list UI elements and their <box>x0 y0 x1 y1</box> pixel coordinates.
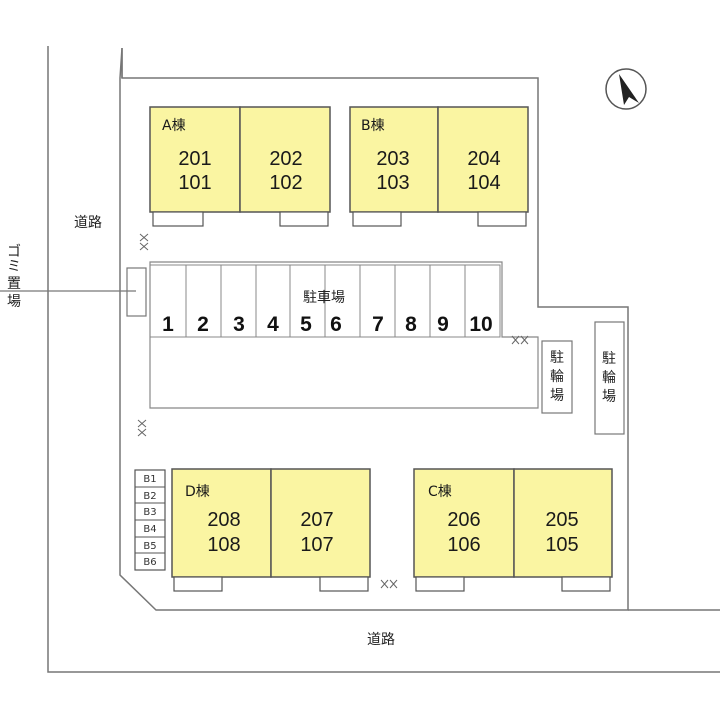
unit-107: 107 <box>300 534 333 556</box>
gate-markers <box>137 233 529 589</box>
svg-text:場: 場 <box>7 294 21 310</box>
building-a: A棟 201 101 202 102 <box>149 106 331 227</box>
unit-105: 105 <box>545 534 578 556</box>
svg-text:場: 場 <box>602 389 616 405</box>
parking-slot-3: 3 <box>233 313 245 336</box>
unit-201: 201 <box>178 148 211 170</box>
parking-area <box>149 264 501 338</box>
unit-108: 108 <box>207 534 240 556</box>
unit-202: 202 <box>269 148 302 170</box>
svg-text:置: 置 <box>7 276 21 292</box>
svg-text:駐: 駐 <box>550 350 564 366</box>
parking-slot-1: 1 <box>162 313 174 336</box>
unit-207: 207 <box>300 509 333 531</box>
svg-text:ミ: ミ <box>7 259 21 275</box>
unit-204: 204 <box>467 148 500 170</box>
unit-205: 205 <box>545 509 578 531</box>
road-label-left: 道路 <box>74 215 102 231</box>
parking-slot-10: 10 <box>469 313 492 336</box>
unit-203: 203 <box>376 148 409 170</box>
unit-101: 101 <box>178 172 211 194</box>
svg-text:場: 場 <box>550 388 564 404</box>
parking-slot-7: 7 <box>372 313 384 336</box>
bike-stall-b4: B4 <box>143 524 156 535</box>
building-b-label: B棟 <box>361 118 385 134</box>
bike-stalls: B1 B2 B3 B4 B5 B6 <box>134 469 166 571</box>
building-c-label: C棟 <box>428 484 452 500</box>
unit-102: 102 <box>269 172 302 194</box>
garbage-label: ゴ ミ 置 場 <box>7 243 21 310</box>
building-a-label: A棟 <box>162 118 186 134</box>
building-d: D棟 208 108 207 107 <box>171 468 371 592</box>
building-b: B棟 203 103 204 104 <box>349 106 529 227</box>
bicycle-parking-outer <box>594 321 625 435</box>
parking-slot-2: 2 <box>197 313 209 336</box>
road-lines <box>47 46 720 673</box>
building-c: C棟 206 106 205 105 <box>413 468 613 592</box>
bike-stall-b1: B1 <box>143 474 156 485</box>
unit-103: 103 <box>376 172 409 194</box>
north-arrow-icon <box>605 68 647 110</box>
bicycle-parking-inner <box>541 340 573 414</box>
svg-text:駐: 駐 <box>602 351 616 367</box>
bike-stall-b6: B6 <box>143 557 156 568</box>
parking-slot-9: 9 <box>437 313 449 336</box>
bike-stall-b5: B5 <box>143 541 156 552</box>
parking-slot-6: 6 <box>330 313 342 336</box>
parking-slot-4: 4 <box>267 313 279 336</box>
bike-stall-b3: B3 <box>143 507 156 518</box>
garbage-box <box>126 267 147 317</box>
unit-208: 208 <box>207 509 240 531</box>
svg-text:輪: 輪 <box>550 368 564 385</box>
bike-stall-b2: B2 <box>143 491 156 502</box>
driveway <box>149 261 539 409</box>
building-d-label: D棟 <box>185 484 210 500</box>
parking-slot-5: 5 <box>300 313 312 336</box>
road-label-bottom: 道路 <box>367 632 395 648</box>
svg-text:輪: 輪 <box>602 369 616 386</box>
parking-label: 駐車場 <box>303 289 345 306</box>
unit-206: 206 <box>447 509 480 531</box>
unit-104: 104 <box>467 172 500 194</box>
parking-slot-numbers: 1 2 3 4 5 6 7 8 9 10 <box>162 313 493 336</box>
unit-106: 106 <box>447 534 480 556</box>
svg-text:ゴ: ゴ <box>7 243 21 260</box>
parking-slot-8: 8 <box>405 313 417 336</box>
